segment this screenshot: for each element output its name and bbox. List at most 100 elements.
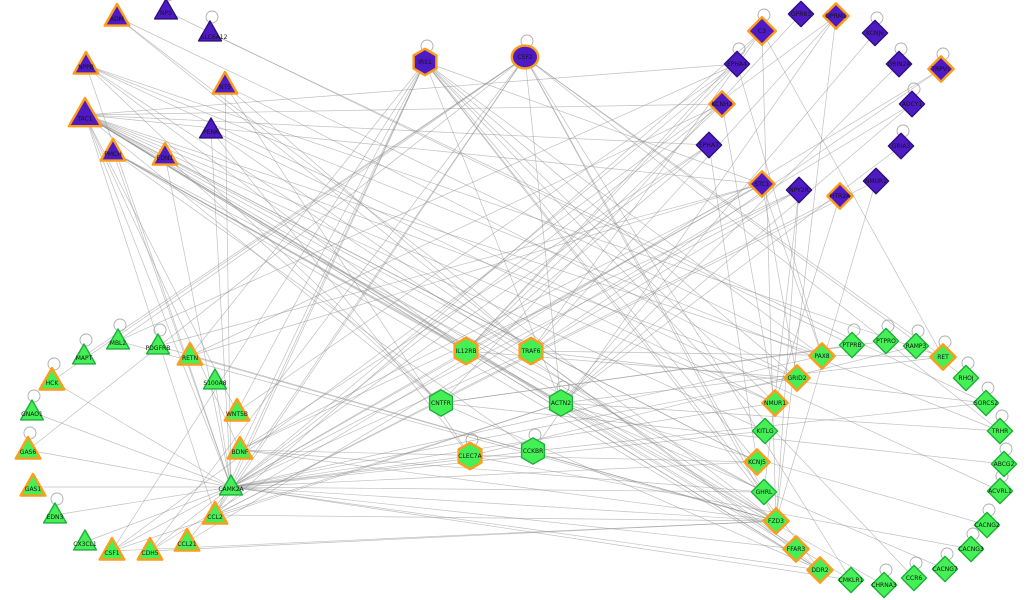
node-NMUR2[interactable] bbox=[862, 167, 890, 195]
edge bbox=[189, 355, 777, 522]
edge bbox=[465, 350, 798, 379]
edge bbox=[85, 64, 442, 404]
edge bbox=[239, 183, 763, 451]
node-CAMK2A[interactable] bbox=[218, 474, 244, 496]
node-RETN[interactable] bbox=[176, 341, 204, 366]
edge bbox=[84, 486, 232, 543]
node-DDR2[interactable] bbox=[806, 556, 834, 584]
node-CCL2[interactable] bbox=[201, 500, 229, 525]
node-HCK[interactable] bbox=[38, 366, 66, 391]
node-TRPV1[interactable] bbox=[927, 55, 955, 83]
node-STC1[interactable] bbox=[748, 170, 776, 198]
node-CCR6[interactable] bbox=[900, 564, 928, 592]
node-ADCY1[interactable] bbox=[898, 90, 926, 118]
node-OPRM1[interactable] bbox=[822, 2, 850, 30]
node-GAS6[interactable] bbox=[14, 435, 42, 460]
node-ACTN2[interactable] bbox=[548, 389, 574, 417]
node-CCKBR[interactable] bbox=[520, 437, 546, 465]
node-CLEC7A[interactable] bbox=[457, 441, 483, 471]
node-KITLG[interactable] bbox=[751, 417, 779, 445]
node-RET[interactable] bbox=[929, 343, 957, 371]
edge bbox=[84, 114, 765, 493]
node-CDH5[interactable] bbox=[136, 536, 164, 561]
node-GRID2[interactable] bbox=[783, 364, 811, 392]
node-TRAF6[interactable] bbox=[518, 336, 544, 366]
edge bbox=[721, 103, 776, 404]
node-NPY2R[interactable] bbox=[785, 176, 813, 204]
node-NTS[interactable] bbox=[211, 70, 239, 95]
node-WNT5B[interactable] bbox=[223, 397, 251, 422]
node-GRIA3[interactable] bbox=[887, 132, 915, 160]
node-S100A8[interactable] bbox=[202, 368, 228, 390]
node-GNAO1[interactable] bbox=[19, 399, 45, 421]
node-FFAR3[interactable] bbox=[782, 535, 810, 563]
edge bbox=[85, 64, 467, 352]
node-ACVRL1[interactable] bbox=[986, 477, 1014, 505]
node-IRS1[interactable] bbox=[412, 47, 438, 77]
node-SORCS2[interactable] bbox=[972, 389, 1000, 417]
node-ABCG2[interactable] bbox=[990, 450, 1018, 478]
node-GHRL[interactable] bbox=[750, 478, 778, 506]
node-EPHA7[interactable] bbox=[695, 131, 723, 159]
node-NMUR1[interactable] bbox=[761, 389, 789, 417]
node-CX3CL1[interactable] bbox=[72, 529, 98, 551]
edge bbox=[224, 84, 471, 457]
node-CNTFR[interactable] bbox=[428, 389, 454, 417]
node-NPPB[interactable] bbox=[72, 50, 100, 75]
node-RAMP3[interactable] bbox=[902, 332, 930, 360]
edge bbox=[465, 183, 763, 352]
node-CMKLR1[interactable] bbox=[837, 566, 865, 594]
node-RHOJ[interactable] bbox=[952, 364, 980, 392]
node-PTPRO[interactable] bbox=[872, 327, 900, 355]
node-IL12RB[interactable] bbox=[453, 336, 479, 366]
node-C3[interactable] bbox=[747, 16, 777, 46]
node-PTPRB[interactable] bbox=[838, 331, 866, 359]
node-CACNG7[interactable] bbox=[931, 555, 959, 583]
self-loop bbox=[50, 492, 64, 506]
node-EPHA4[interactable] bbox=[723, 50, 751, 78]
node-EDN1[interactable] bbox=[151, 141, 179, 166]
edge bbox=[149, 68, 942, 552]
edge bbox=[157, 183, 763, 347]
edge bbox=[117, 63, 738, 342]
node-CACNG2[interactable] bbox=[973, 511, 1001, 539]
node-TAC1[interactable] bbox=[67, 96, 103, 128]
node-CSF2[interactable] bbox=[510, 44, 540, 70]
node-KCNH2[interactable] bbox=[708, 90, 736, 118]
node-TRHR[interactable] bbox=[986, 417, 1014, 445]
node-GPR83[interactable] bbox=[787, 0, 815, 28]
node-CCL21[interactable] bbox=[173, 527, 201, 552]
node-PAX8[interactable] bbox=[808, 342, 836, 370]
edge bbox=[230, 430, 766, 488]
self-loop bbox=[205, 10, 219, 24]
node-KCNJ5[interactable] bbox=[743, 448, 771, 476]
node-ADM[interactable] bbox=[103, 2, 131, 27]
node-EDN3[interactable] bbox=[42, 502, 68, 524]
edge bbox=[230, 350, 532, 488]
edge bbox=[424, 61, 758, 463]
node-CHRNA3[interactable] bbox=[870, 571, 898, 599]
node-CSF1[interactable] bbox=[98, 536, 126, 561]
edge bbox=[230, 103, 723, 488]
node-FZD3[interactable] bbox=[762, 507, 790, 535]
node-BDNF[interactable] bbox=[226, 435, 254, 460]
edge bbox=[27, 449, 232, 488]
edge bbox=[775, 15, 837, 522]
edge bbox=[469, 345, 917, 457]
node-MAPT[interactable] bbox=[71, 343, 97, 365]
node-CACNG3[interactable] bbox=[957, 535, 985, 563]
self-loop bbox=[79, 333, 93, 347]
node-GRIN2A[interactable] bbox=[885, 50, 913, 78]
node-KCNJ6[interactable] bbox=[861, 19, 889, 47]
node-PDGFRB[interactable] bbox=[145, 333, 171, 355]
node-PMCH[interactable] bbox=[99, 137, 127, 162]
edge bbox=[532, 15, 837, 452]
node-MBL2[interactable] bbox=[105, 328, 131, 350]
node-GAS1[interactable] bbox=[19, 472, 47, 497]
edge bbox=[210, 129, 471, 457]
node-PENK[interactable] bbox=[198, 117, 224, 139]
node-SLC6A12[interactable] bbox=[197, 20, 223, 42]
node-HTR2A[interactable] bbox=[826, 182, 854, 210]
node-NPS[interactable] bbox=[153, 0, 179, 20]
